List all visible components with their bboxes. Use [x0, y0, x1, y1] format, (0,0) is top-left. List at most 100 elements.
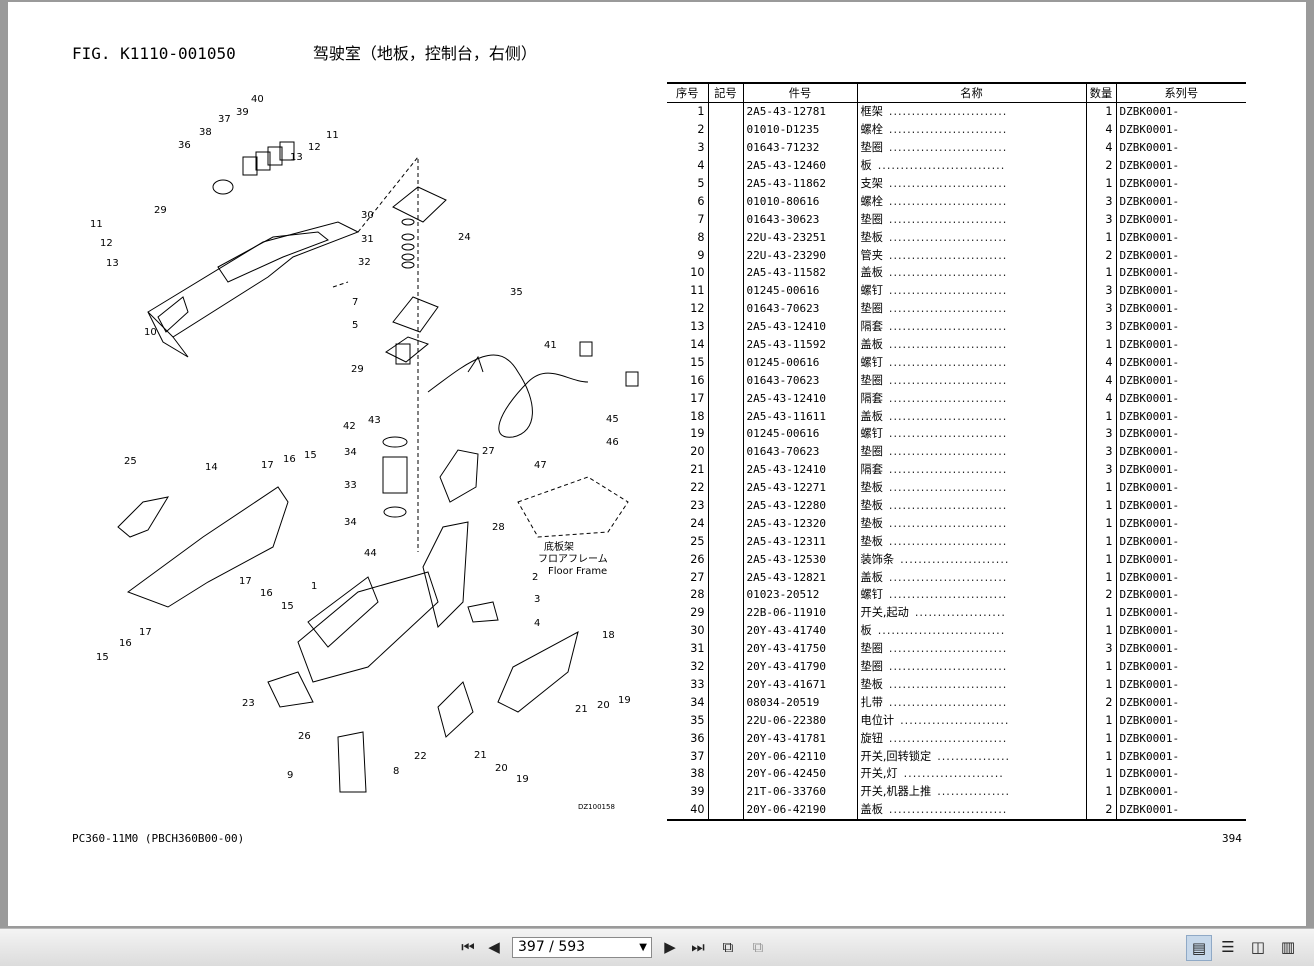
name-cell: 旋钮.......................... — [856, 729, 1086, 748]
part-name: 垫圈 — [860, 212, 883, 226]
name-cell: 垫板.......................... — [856, 478, 1086, 497]
qty-cell: 3 — [1085, 299, 1116, 318]
mark-cell — [707, 407, 743, 426]
svg-text:15: 15 — [304, 450, 317, 461]
qty-cell: 2 — [1085, 800, 1116, 821]
seq-cell: 22 — [690, 481, 705, 495]
svg-text:3: 3 — [534, 594, 540, 605]
qty-cell: 2 — [1085, 693, 1116, 712]
part-number-cell: 01023-20512 — [742, 586, 857, 604]
serial-cell: DZBK0001- — [1115, 693, 1246, 712]
chevron-down-icon[interactable]: ▼ — [639, 942, 647, 953]
mark-cell — [707, 138, 743, 157]
continuous-facing-icon[interactable]: ▥ — [1280, 938, 1296, 956]
svg-text:15: 15 — [96, 652, 109, 663]
svg-text:37: 37 — [218, 114, 231, 125]
svg-text:38: 38 — [199, 127, 212, 138]
name-cell: 垫板.......................... — [856, 514, 1086, 533]
svg-text:4: 4 — [534, 618, 540, 629]
name-cell: 螺栓.......................... — [856, 120, 1086, 139]
leader-dots: .......................... — [888, 105, 1008, 119]
seq-cell: 18 — [690, 409, 705, 423]
serial-cell: DZBK0001- — [1115, 353, 1246, 372]
part-number-cell: 01643-70623 — [742, 442, 857, 461]
qty-cell: 2 — [1085, 586, 1116, 604]
mark-cell — [707, 228, 743, 247]
svg-text:8: 8 — [393, 766, 399, 777]
leader-dots: .......................... — [888, 266, 1008, 280]
single-page-icon[interactable]: ▤ — [1186, 935, 1212, 961]
part-number-cell: 2A5-43-12410 — [742, 317, 857, 336]
seq-cell: 13 — [690, 320, 705, 334]
exploded-parts-diagram: 40 39 37 38 36 11 12 13 11 12 13 29 10 3… — [90, 94, 639, 811]
qty-cell: 3 — [1085, 210, 1116, 229]
svg-text:39: 39 — [236, 107, 249, 118]
svg-text:34: 34 — [344, 517, 357, 528]
qty-cell: 3 — [1085, 192, 1116, 211]
qty-cell: 4 — [1085, 120, 1116, 139]
continuous-icon[interactable]: ☰ — [1221, 938, 1235, 956]
next-view-icon[interactable]: ⧉ — [752, 938, 764, 956]
previous-view-icon[interactable]: ⧉ — [722, 938, 734, 956]
part-name: 开关,起动 — [860, 606, 909, 620]
name-cell: 垫板.......................... — [856, 496, 1086, 515]
qty-cell: 1 — [1085, 550, 1116, 569]
part-number-cell: 2A5-43-11862 — [742, 174, 857, 193]
leader-dots: .......................... — [888, 642, 1008, 656]
last-page-icon[interactable]: ⏭ — [691, 938, 705, 956]
part-name: 垫板 — [860, 677, 883, 691]
svg-text:21: 21 — [575, 704, 588, 715]
part-number-cell: 2A5-43-12271 — [742, 478, 857, 497]
seq-cell: 19 — [690, 427, 705, 441]
qty-cell: 1 — [1085, 228, 1116, 247]
leader-dots: .......................... — [888, 534, 1008, 548]
qty-cell: 1 — [1085, 603, 1116, 622]
mark-cell — [707, 800, 743, 821]
mark-cell — [707, 496, 743, 515]
page-number-input[interactable]: 397 / 593 ▼ — [512, 937, 652, 958]
part-name: 旋钮 — [860, 731, 883, 745]
header-qty: 数量 — [1085, 82, 1116, 103]
part-name: 垫圈 — [860, 141, 883, 155]
console-body — [147, 221, 360, 338]
serial-cell: DZBK0001- — [1115, 764, 1246, 783]
leader-dots: .......................... — [888, 373, 1008, 387]
svg-text:36: 36 — [178, 140, 191, 151]
seq-cell: 31 — [690, 642, 705, 656]
mark-cell — [707, 568, 743, 587]
part-number-cell: 20Y-43-41750 — [742, 639, 857, 658]
serial-cell: DZBK0001- — [1115, 550, 1246, 569]
first-page-icon[interactable]: ⏮ — [461, 938, 475, 956]
facing-icon[interactable]: ◫ — [1250, 938, 1266, 956]
serial-cell: DZBK0001- — [1115, 425, 1246, 443]
svg-text:29: 29 — [154, 205, 167, 216]
part-name: 开关,灯 — [860, 767, 898, 781]
part-name: 支架 — [860, 177, 883, 190]
leader-dots: .......................... — [888, 660, 1008, 674]
qty-cell: 2 — [1085, 156, 1116, 175]
document-page: FIG. K1110-001050 驾驶室（地板，控制台，右侧） — [8, 2, 1306, 926]
name-cell: 垫板.......................... — [856, 228, 1086, 247]
seq-cell: 14 — [690, 338, 705, 352]
part-number-cell: 2A5-43-12320 — [742, 514, 857, 533]
serial-cell: DZBK0001- — [1115, 174, 1246, 193]
svg-text:1: 1 — [311, 581, 317, 592]
leader-dots: .................... — [914, 606, 1006, 620]
part-name: 框架 — [860, 105, 883, 119]
leader-dots: .......................... — [888, 338, 1008, 352]
serial-cell: DZBK0001- — [1115, 586, 1246, 604]
prev-page-icon[interactable]: ◀ — [488, 938, 500, 956]
serial-cell: DZBK0001- — [1115, 156, 1246, 175]
leader-dots: .......................... — [888, 481, 1008, 495]
leader-dots: .......................... — [888, 230, 1008, 244]
next-page-icon[interactable]: ▶ — [664, 938, 676, 956]
svg-text:19: 19 — [516, 774, 529, 785]
